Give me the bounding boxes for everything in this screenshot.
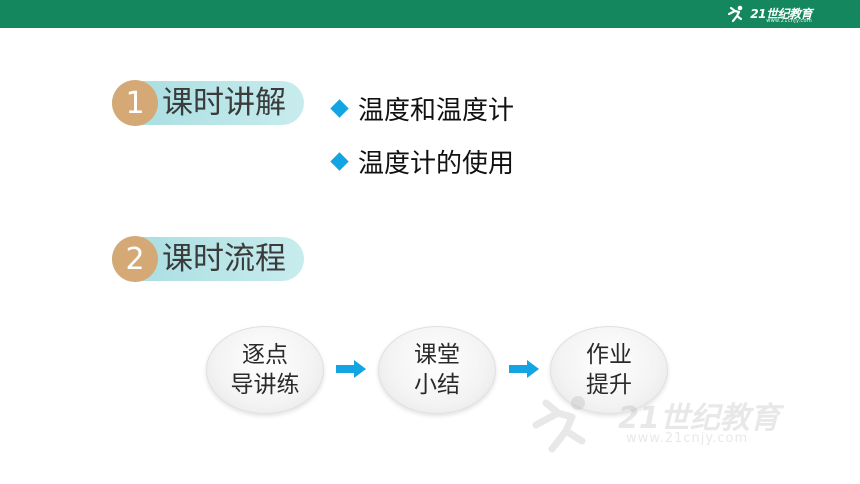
section-number-1: 1: [112, 80, 158, 126]
section-title-2: 课时流程: [162, 241, 286, 277]
section-header-2: 2 课时流程: [112, 236, 304, 282]
flow-step-2[interactable]: 课堂 小结: [378, 326, 496, 414]
bullet-text-2: 温度计的使用: [358, 149, 515, 179]
brand-url: www.21cnjy.com: [766, 18, 812, 24]
bullet-item-2: 温度计的使用: [330, 143, 515, 180]
bullet-item-1: 温度和温度计: [330, 90, 515, 127]
right-arrow-icon: [336, 360, 366, 378]
flow-step-3-line2: 提升: [586, 372, 632, 398]
watermark-runner-icon: [532, 396, 586, 453]
section-header-1: 1 课时讲解: [112, 80, 304, 126]
flow-step-1-line2: 导讲练: [230, 372, 300, 398]
section-title-1: 课时讲解: [162, 85, 286, 121]
runner-logo-icon: [728, 5, 743, 23]
flow-step-1-line1: 逐点: [242, 342, 288, 368]
flow-step-3[interactable]: 作业 提升: [550, 326, 668, 414]
flow-step-2-line1: 课堂: [414, 342, 460, 368]
section-number-2: 2: [112, 236, 158, 282]
brand-text: 21世纪教育: [750, 7, 812, 21]
bullet-text-1: 温度和温度计: [358, 96, 515, 126]
flow-step-1[interactable]: 逐点 导讲练: [206, 326, 324, 414]
diamond-bullet-icon: [330, 152, 349, 171]
diamond-bullet-icon: [330, 99, 349, 118]
top-bar: 21世纪教育 www.21cnjy.com: [0, 0, 860, 28]
flow-step-3-line1: 作业: [586, 342, 632, 368]
watermark-url: www.21cnjy.com: [626, 431, 749, 446]
right-arrow-icon: [509, 360, 539, 378]
brand-logo: 21世纪教育 www.21cnjy.com: [725, 3, 812, 25]
flow-step-2-line2: 小结: [414, 372, 460, 398]
watermark-text: 21世纪教育: [618, 401, 780, 436]
watermark-logo: 21世纪教育 www.21cnjy.com: [526, 393, 826, 463]
